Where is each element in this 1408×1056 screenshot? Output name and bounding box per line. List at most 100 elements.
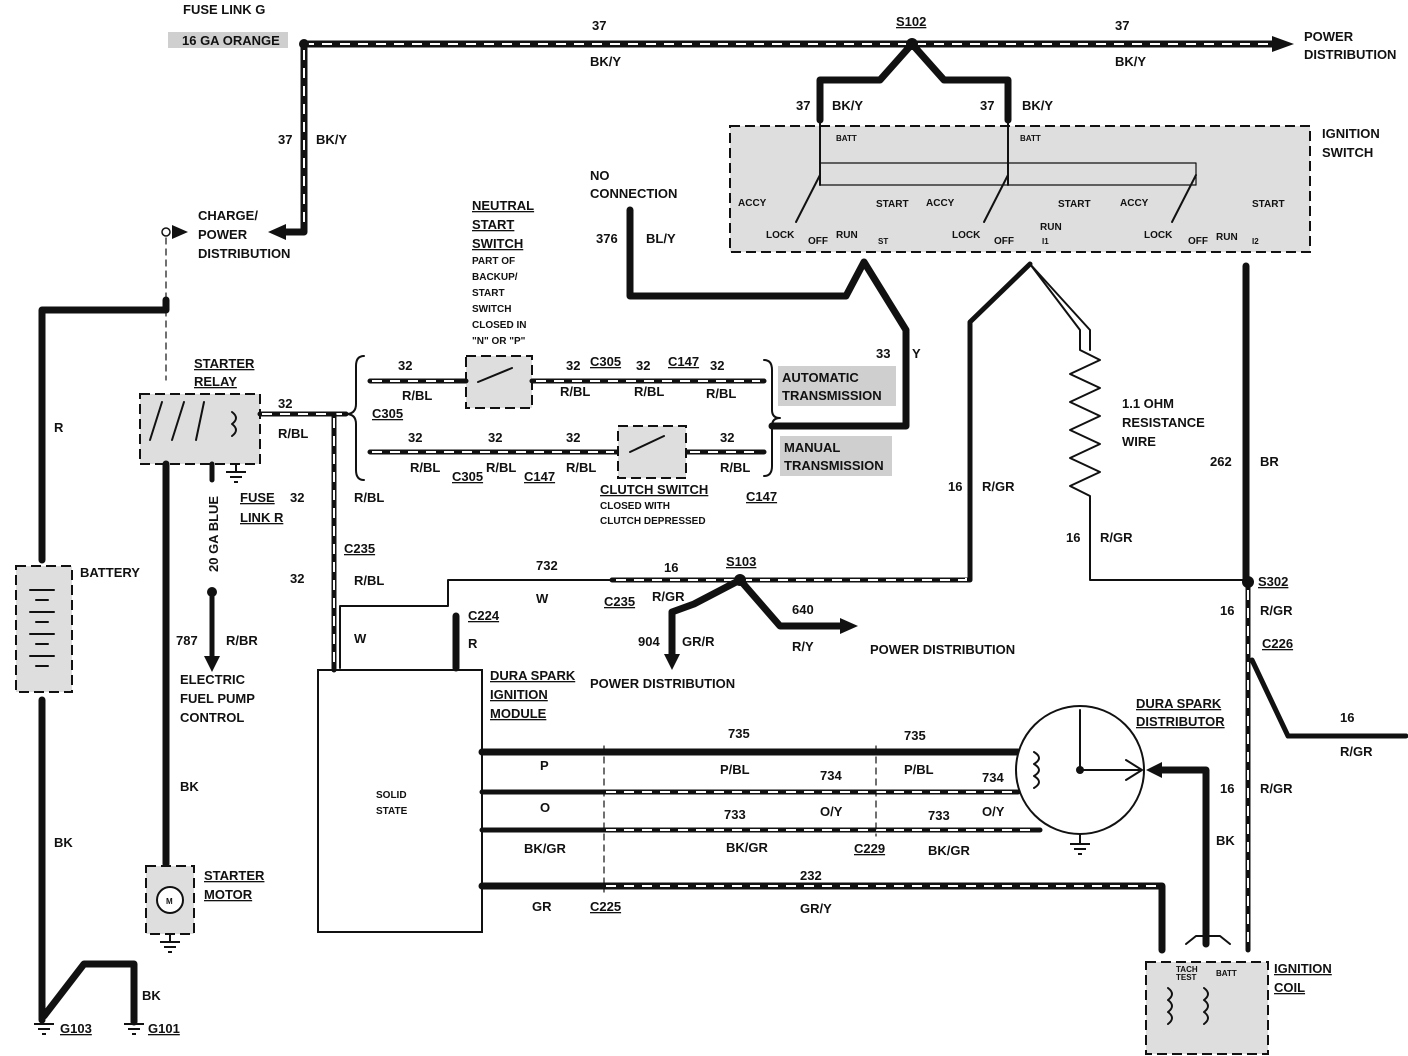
off-1: OFF xyxy=(808,236,828,247)
low-rgr: R/GR xyxy=(1260,781,1293,796)
dist-title1: DURA SPARK xyxy=(1136,696,1222,711)
fuse-link-g-title: FUSE LINK G xyxy=(183,2,265,17)
right-rgr: R/GR xyxy=(1340,744,1373,759)
auto-rbl-a: R/BL xyxy=(402,388,432,403)
clutch-title: CLUTCH SWITCH xyxy=(600,482,708,497)
charge-line1: CHARGE/ xyxy=(198,208,258,223)
wire-787-color: R/BR xyxy=(226,633,258,648)
power-dist-line1: POWER xyxy=(1304,29,1354,44)
lock-2: LOCK xyxy=(952,230,981,241)
man-c147-2: C147 xyxy=(746,489,777,504)
wire-640 xyxy=(736,576,844,630)
ignition-switch-title1: IGNITION xyxy=(1322,126,1380,141)
no-connection-2: CONNECTION xyxy=(590,186,677,201)
top-color-label: BK/Y xyxy=(590,54,621,69)
wire-904 xyxy=(668,576,744,660)
auto-c305: C305 xyxy=(590,354,621,369)
wire-787-circuit: 787 xyxy=(176,633,198,648)
ground-bk: BK xyxy=(142,988,161,1003)
s302-label: S302 xyxy=(1258,574,1288,589)
wire-904-circuit: 904 xyxy=(638,634,660,649)
ignition-switch-title2: SWITCH xyxy=(1322,145,1373,160)
module-title2: IGNITION xyxy=(490,687,548,702)
wire-37-feed-b xyxy=(908,40,1012,124)
i1-label: I1 xyxy=(1042,237,1049,246)
coil-title1: IGNITION xyxy=(1274,961,1332,976)
low-16: 16 xyxy=(1220,781,1234,796)
distributor-ground-icon xyxy=(1070,834,1090,855)
c224-r: R xyxy=(468,636,478,651)
right-16: 16 xyxy=(1340,710,1354,725)
mw-bkgr-b: BK/GR xyxy=(928,843,971,858)
relay-c305: C305 xyxy=(372,406,403,421)
fuel-pump-2: FUEL PUMP xyxy=(180,691,255,706)
wire-16-rgr xyxy=(609,261,1033,583)
battery-label: BATTERY xyxy=(80,565,140,580)
neutral-desc5: CLOSED IN xyxy=(472,320,526,331)
clutch-desc1: CLOSED WITH xyxy=(600,501,670,512)
feed-a-circuit: 37 xyxy=(796,98,810,113)
pd-640: POWER DISTRIBUTION xyxy=(870,642,1015,657)
mw-c225: C225 xyxy=(590,899,621,914)
ground-g103-icon xyxy=(34,1023,54,1035)
left-drop-color: BK/Y xyxy=(316,132,347,147)
run-2: RUN xyxy=(1040,222,1062,233)
man-c305: C305 xyxy=(452,469,483,484)
auto-trans-1: AUTOMATIC xyxy=(782,370,859,385)
auto-rbl-d: R/BL xyxy=(706,386,736,401)
wire-732-w xyxy=(339,579,613,669)
wire-376-color: BL/Y xyxy=(646,231,676,246)
module-body-2: STATE xyxy=(376,806,408,817)
lock-3: LOCK xyxy=(1144,230,1173,241)
s103-label: S103 xyxy=(726,554,756,569)
mw-gry: GR/Y xyxy=(800,901,832,916)
rgr-16: 16 xyxy=(948,479,962,494)
fuse-link-r-gauge: 20 GA BLUE xyxy=(206,496,221,572)
neutral-title2: START xyxy=(472,217,514,232)
run-3: RUN xyxy=(1216,232,1238,243)
resistance-wire xyxy=(1029,263,1249,581)
auto-32c: 32 xyxy=(636,358,650,373)
module-body-1: SOLID xyxy=(376,790,407,801)
mw-bkgr: BK/GR xyxy=(524,841,567,856)
auto-trans-2: TRANSMISSION xyxy=(782,388,882,403)
charge-line2: POWER xyxy=(198,227,248,242)
mw-oy-b: O/Y xyxy=(982,804,1005,819)
c226-label: C226 xyxy=(1262,636,1293,651)
fuse-link-g-gauge: 16 GA ORANGE xyxy=(182,33,280,48)
fuel-pump-1: ELECTRIC xyxy=(180,672,246,687)
wire-376-circuit: 376 xyxy=(596,231,618,246)
ground-g101: G101 xyxy=(148,1021,180,1036)
battery-bk-label: BK xyxy=(54,835,73,850)
relay-rbl: R/BL xyxy=(278,426,308,441)
accy-2: ACCY xyxy=(926,198,955,209)
clutch-switch-box xyxy=(617,425,687,479)
wire-376-33 xyxy=(626,206,910,430)
accy-1: ACCY xyxy=(738,198,767,209)
top-color-label-2: BK/Y xyxy=(1115,54,1146,69)
res-rgr: R/GR xyxy=(1100,530,1133,545)
fuse-link-r-1: FUSE xyxy=(240,490,275,505)
neutral-desc3: START xyxy=(472,288,505,299)
s103-rgr: R/GR xyxy=(652,589,685,604)
wire-640-color: R/Y xyxy=(792,639,814,654)
vert-rbl-1: R/BL xyxy=(354,490,384,505)
top-circuit-label-2: 37 xyxy=(1115,18,1129,33)
power-dist-line2: DISTRIBUTION xyxy=(1304,47,1396,62)
coil-test: TEST xyxy=(1176,973,1197,982)
mw-oy-a: O/Y xyxy=(820,804,843,819)
br-262: 262 xyxy=(1210,454,1232,469)
fuel-pump-3: CONTROL xyxy=(180,710,244,725)
man-32b: 32 xyxy=(488,430,502,445)
start-3: START xyxy=(1252,199,1285,210)
starter-motor-1: STARTER xyxy=(204,868,265,883)
batt-label-b: BATT xyxy=(1020,134,1041,143)
coil-tach: TACH xyxy=(1176,965,1198,974)
man-trans-1: MANUAL xyxy=(784,440,840,455)
mw-c229: C229 xyxy=(854,841,885,856)
mw-o: O xyxy=(540,800,550,815)
power-distribution-arrow xyxy=(1272,36,1294,52)
start-1: START xyxy=(876,199,909,210)
mw-735a: 735 xyxy=(728,726,750,741)
